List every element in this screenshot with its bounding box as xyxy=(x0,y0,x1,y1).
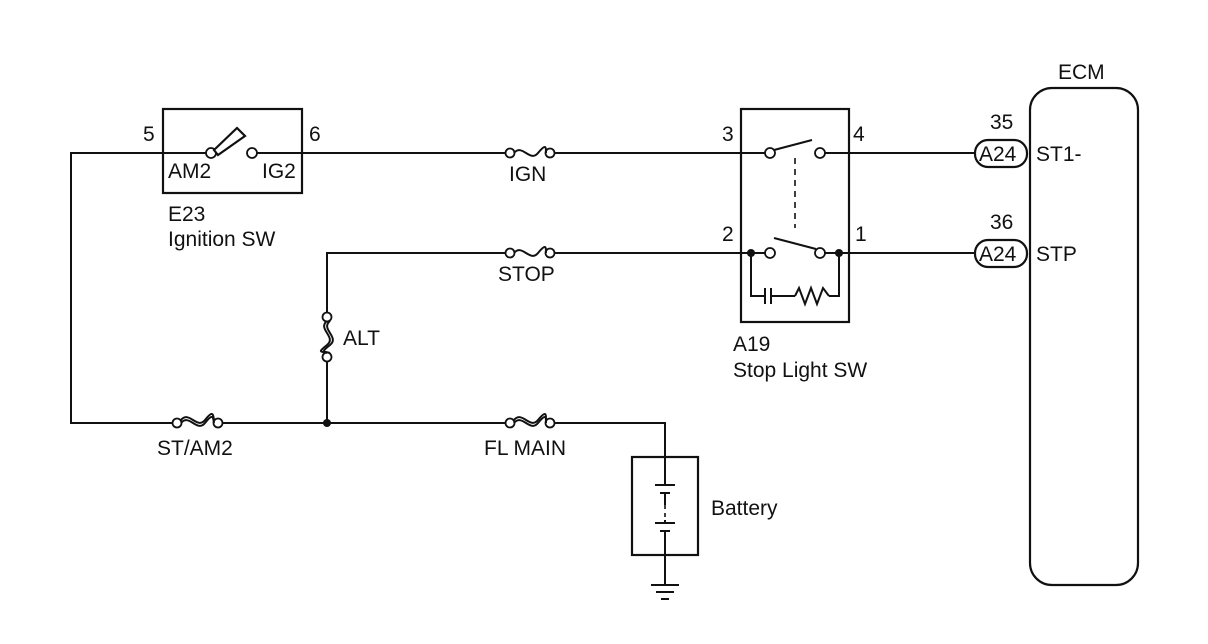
wire-stop-fuse-to-alt xyxy=(326,252,507,314)
stop-sw-pin-4: 4 xyxy=(853,123,865,146)
connector-stp-code: A24 xyxy=(979,243,1017,266)
stop-sw-pin-2: 2 xyxy=(722,223,734,246)
fuse-fl-main-element-2 xyxy=(513,413,547,424)
stop-light-switch-code: A19 xyxy=(733,333,770,356)
battery-cell-bottom xyxy=(655,520,675,555)
stop-light-switch-box xyxy=(739,107,851,324)
connector-a24-stp xyxy=(973,238,1029,269)
fuse-ign-element xyxy=(513,146,547,157)
ignition-switch-name: Ignition SW xyxy=(168,228,276,251)
ig2-terminal xyxy=(246,147,258,159)
ecm xyxy=(1028,86,1140,587)
ground-icon xyxy=(651,584,679,600)
rc-branch-left xyxy=(750,253,765,297)
ignition-terminal-ig2: IG2 xyxy=(262,160,296,183)
battery-cell-top xyxy=(655,457,675,505)
fuse-st-am2 xyxy=(171,413,224,429)
ignition-switch xyxy=(161,107,304,195)
resistor-icon xyxy=(794,285,830,307)
fuse-st-am2-terminal-left xyxy=(171,417,183,429)
ignition-switch-box xyxy=(161,107,304,195)
rc-branch-right xyxy=(829,253,840,297)
pin1-contact xyxy=(814,247,826,259)
stop-light-switch xyxy=(739,107,851,324)
wire-ign-sw-to-st-am2 xyxy=(70,152,173,424)
key-lever-icon xyxy=(212,126,247,157)
fuse-ign xyxy=(504,146,556,159)
ignition-terminal-am2: AM2 xyxy=(168,160,211,183)
connector-st1-pin: 35 xyxy=(990,111,1013,134)
fuse-alt-terminal-top xyxy=(321,311,333,323)
stop-light-switch-name: Stop Light SW xyxy=(733,359,867,382)
fuse-st-am2-element-2 xyxy=(180,413,215,424)
capacitor-icon xyxy=(764,288,772,304)
ecm-signal-st1: ST1- xyxy=(1036,143,1082,166)
connector-stp-pin: 36 xyxy=(990,211,1013,234)
battery-label: Battery xyxy=(711,497,778,520)
fuse-fl-main-terminal-left xyxy=(504,417,516,429)
pin4-contact xyxy=(814,147,826,159)
fuse-stop-element xyxy=(513,246,547,257)
upper-switch-blade xyxy=(773,139,813,151)
fuse-alt-terminal-bottom xyxy=(321,351,333,363)
bus-junction-dot xyxy=(323,419,331,427)
fuse-stop-terminal-left xyxy=(504,247,516,259)
ecm-title: ECM xyxy=(1058,61,1105,84)
stop-sw-pin-1: 1 xyxy=(855,223,867,246)
ignition-pin-6: 6 xyxy=(309,123,321,146)
fuse-alt-element-1 xyxy=(320,320,331,354)
fuse-stop xyxy=(504,246,556,259)
fuse-alt-label: ALT xyxy=(343,327,380,350)
ignition-pin-5: 5 xyxy=(143,123,155,146)
connector-a24-st1 xyxy=(973,138,1029,169)
battery xyxy=(630,455,700,557)
fuse-stop-label: STOP xyxy=(498,263,555,286)
fuse-alt-element-2 xyxy=(323,320,334,354)
connector-st1-code: A24 xyxy=(979,143,1017,166)
connector-a24-st1-badge xyxy=(973,138,1029,169)
fuse-st-am2-label: ST/AM2 xyxy=(157,437,233,460)
fuse-ign-label: IGN xyxy=(509,163,546,186)
lower-switch-blade xyxy=(773,237,817,250)
stop-sw-pin-3: 3 xyxy=(722,123,734,146)
wire-fl-main-to-battery xyxy=(553,422,666,457)
pin3-contact xyxy=(764,147,776,159)
pin2-contact xyxy=(764,247,776,259)
fuse-fl-main-label: FL MAIN xyxy=(484,437,566,460)
fuse-ign-terminal-left xyxy=(504,147,516,159)
fuse-alt xyxy=(320,311,334,363)
ecm-signal-stp: STP xyxy=(1036,243,1077,266)
connector-a24-stp-badge xyxy=(973,238,1029,269)
ignition-switch-code: E23 xyxy=(168,203,205,226)
ecm-box xyxy=(1028,86,1140,587)
fuse-fl-main xyxy=(504,413,556,429)
